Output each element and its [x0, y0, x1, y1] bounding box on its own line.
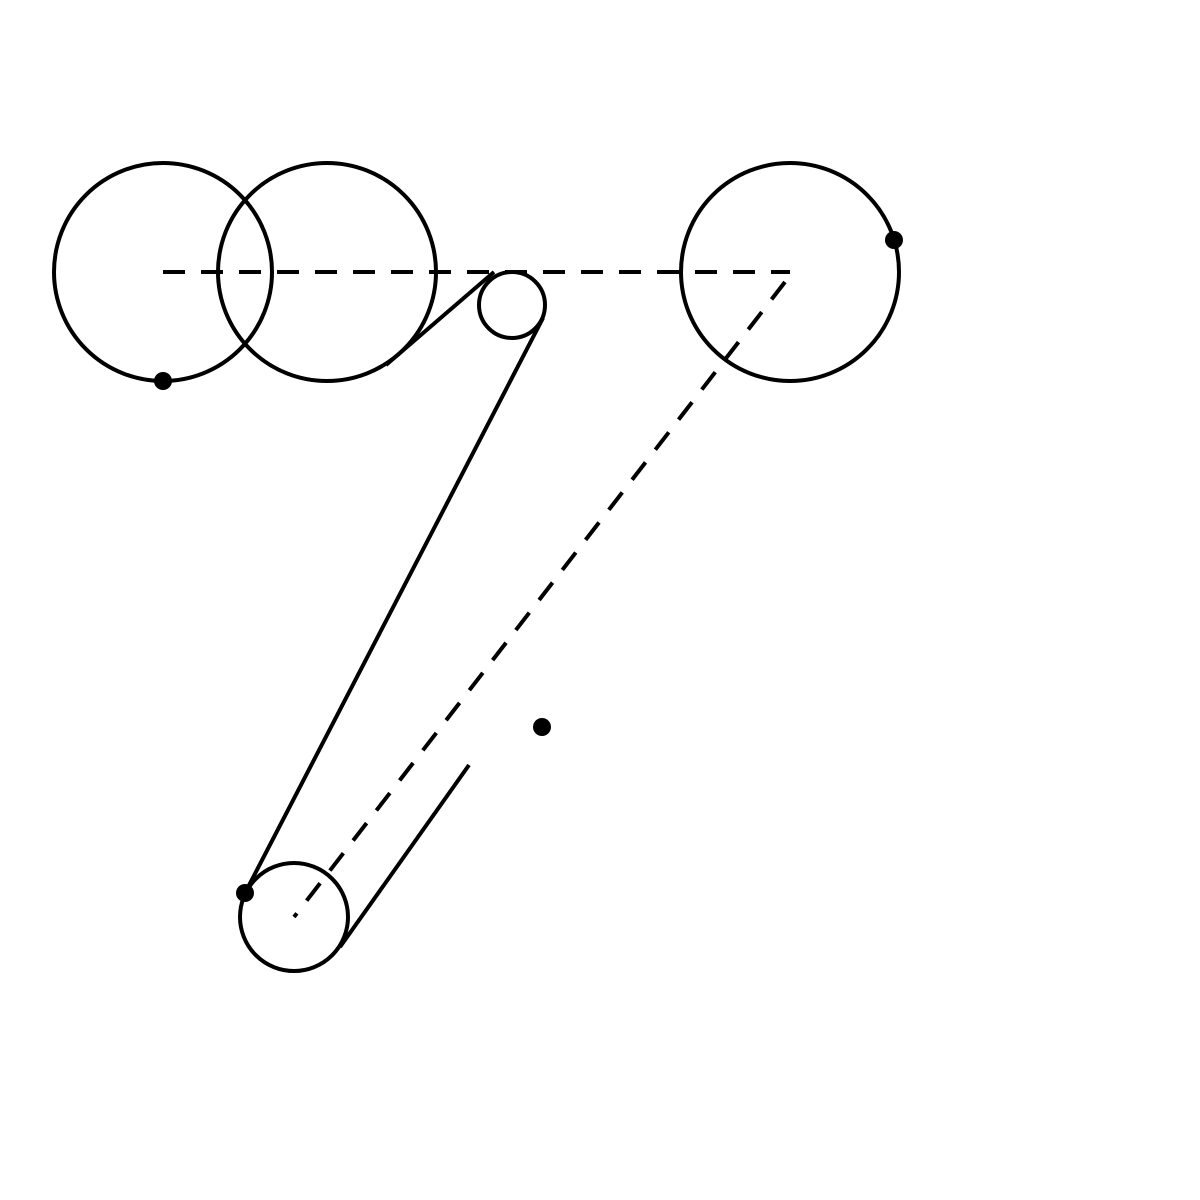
right-circle — [679, 161, 901, 383]
bottom-circle — [238, 861, 350, 973]
marker-dot-right-circle — [885, 231, 903, 249]
small-pulley-circle — [477, 270, 547, 340]
belt-segment-lower — [338, 763, 471, 949]
marker-dot-free — [533, 718, 551, 736]
belt-segment-long — [243, 317, 545, 894]
marker-dot-bottom-circle — [236, 884, 254, 902]
belt-segment-upper — [384, 270, 496, 367]
marker-dot-left-circle — [154, 372, 172, 390]
diagonal-dashed-line — [292, 280, 787, 919]
